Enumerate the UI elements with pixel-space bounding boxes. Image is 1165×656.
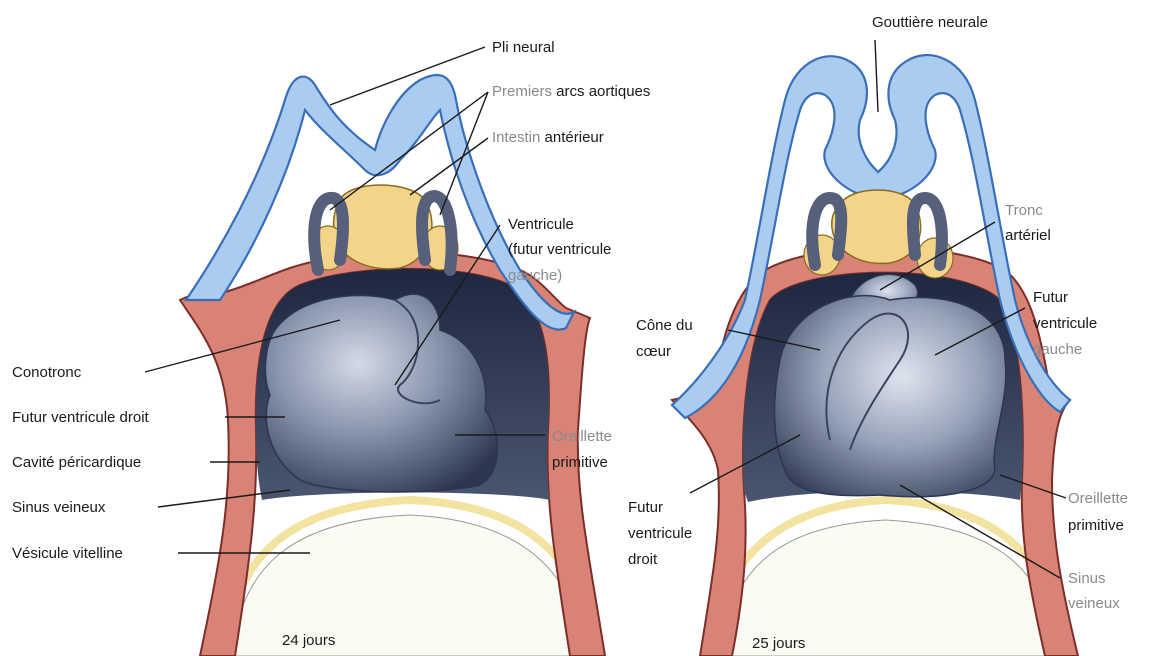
label-futur-vg-3: gauche xyxy=(1033,341,1082,358)
label-gouttiere-neurale: Gouttière neurale xyxy=(872,14,988,31)
label-oreillette-left-2: primitive xyxy=(552,454,608,471)
label-oreillette-right-1: Oreillette xyxy=(1068,490,1128,507)
heart-tube xyxy=(775,296,1006,497)
label-cavite-pericardique: Cavité péricardique xyxy=(12,454,141,471)
label-futur-ventricule-droit: Futur ventricule droit xyxy=(12,409,150,426)
label-ventricule-3: gauche) xyxy=(508,267,562,284)
label-oreillette-left-1: Oreillette xyxy=(552,428,612,445)
label-futur-vg-1: Futur xyxy=(1033,289,1068,306)
label-intestin-anterieur: Intestin antérieur xyxy=(492,129,604,146)
label-cone-1: Cône du xyxy=(636,317,693,334)
leader xyxy=(875,40,878,112)
label-futur-vd-1: Futur xyxy=(628,499,663,516)
label-cone-2: cœur xyxy=(636,343,671,360)
label-ventricule-2: (futur ventricule xyxy=(508,241,611,258)
label-premiers-arcs-aortiques: Premiers arcs aortiques xyxy=(492,83,650,100)
label-oreillette-right-2: primitive xyxy=(1068,517,1124,534)
label-ventricule-1: Ventricule xyxy=(508,216,574,233)
label-tronc-2: artériel xyxy=(1005,227,1051,244)
label-sinus-right-1: Sinus xyxy=(1068,570,1106,587)
label-futur-vg-2: ventricule xyxy=(1033,315,1097,332)
label-vesicule-vitelline: Vésicule vitelline xyxy=(12,545,123,562)
label-conotronc: Conotronc xyxy=(12,364,82,381)
label-pli-neural: Pli neural xyxy=(492,39,555,56)
label-futur-vd-2: ventricule xyxy=(628,525,692,542)
right-panel xyxy=(672,40,1078,656)
label-tronc-1: Tronc xyxy=(1005,202,1043,219)
caption-24-jours: 24 jours xyxy=(282,632,335,649)
caption-25-jours: 25 jours xyxy=(752,635,805,652)
label-sinus-veineux: Sinus veineux xyxy=(12,499,106,516)
label-futur-vd-3: droit xyxy=(628,551,658,568)
label-sinus-right-2: veineux xyxy=(1068,595,1120,612)
